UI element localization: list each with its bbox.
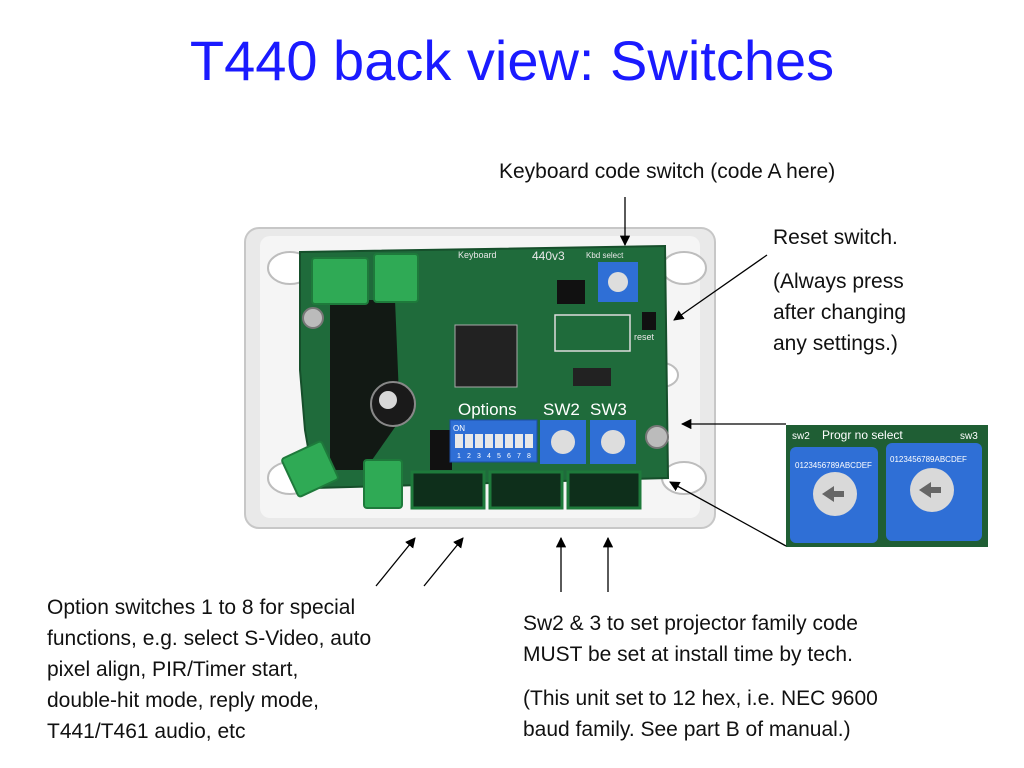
dip-numbers: 1 2 3 4 5 6 7 8 <box>457 453 531 460</box>
dip-number: 2 <box>467 453 471 460</box>
keyboard-rotary-switch <box>598 262 638 302</box>
reset-note-line: any settings.) <box>773 332 898 355</box>
board-label-sw3: SW3 <box>590 400 627 419</box>
dip-number: 7 <box>517 453 521 460</box>
dip-number: 6 <box>507 453 511 460</box>
board-label-kbd-select: Kbd select <box>586 251 624 260</box>
reset-title: Reset switch. <box>773 226 898 249</box>
dip-number: 4 <box>487 453 491 460</box>
terminal-blocks <box>281 253 419 509</box>
keyboard-code-label: Keyboard code switch (code A here) <box>499 160 836 183</box>
sw23-line: MUST be set at install time by tech. <box>523 643 853 666</box>
options-line: double-hit mode, reply mode, <box>47 689 319 712</box>
board-label-sw2: SW2 <box>543 400 580 419</box>
reset-switch-label: Reset switch. (Always press after changi… <box>773 222 906 359</box>
inset-label-sw2: sw2 <box>792 431 810 442</box>
dip-number: 8 <box>527 453 531 460</box>
sw23-line: Sw2 & 3 to set projector family code <box>523 612 858 635</box>
sw23-note-line: baud family. See part B of manual.) <box>523 718 851 741</box>
dip-number: 1 <box>457 453 461 460</box>
rotary-switch-sw2 <box>540 420 586 464</box>
rotary-switch-sw3 <box>590 420 636 464</box>
option-switches-description: Option switches 1 to 8 for special funct… <box>47 592 371 747</box>
pointer-arrows <box>375 197 787 592</box>
page-title: T440 back view: Switches <box>189 29 835 92</box>
options-line: pixel align, PIR/Timer start, <box>47 658 299 681</box>
board-label-reset: reset <box>634 332 655 342</box>
inset-zoom-photo <box>786 425 988 547</box>
dip-number: 5 <box>497 453 501 460</box>
inset-label-sw3: sw3 <box>960 431 978 442</box>
connector-strips <box>410 470 642 510</box>
microcontroller-chip <box>454 324 518 388</box>
dip-number: 3 <box>477 453 481 460</box>
options-line: Option switches 1 to 8 for special <box>47 596 356 619</box>
reset-note-line: (Always press <box>773 270 904 293</box>
board-label-keyboard: Keyboard <box>458 250 497 260</box>
inset-label-prog-select: Progr no select <box>822 428 903 442</box>
dip-on-label: ON <box>453 424 465 433</box>
sw23-note-line: (This unit set to 12 hex, i.e. NEC 9600 <box>523 687 878 710</box>
screw <box>645 425 669 449</box>
board-label-options: Options <box>458 400 517 419</box>
options-line: T441/T461 audio, etc <box>47 720 246 743</box>
board-label-model: 440v3 <box>532 249 565 263</box>
inset-dial-digits-sw3: 0123456789ABCDEF <box>890 455 967 464</box>
options-line: functions, e.g. select S-Video, auto <box>47 627 372 650</box>
inset-dial-digits-sw2: 0123456789ABCDEF <box>795 461 872 470</box>
sw23-description: Sw2 & 3 to set projector family code MUS… <box>523 608 878 745</box>
reset-button <box>642 312 656 330</box>
header-pins <box>557 280 585 304</box>
reset-note-line: after changing <box>773 301 907 324</box>
